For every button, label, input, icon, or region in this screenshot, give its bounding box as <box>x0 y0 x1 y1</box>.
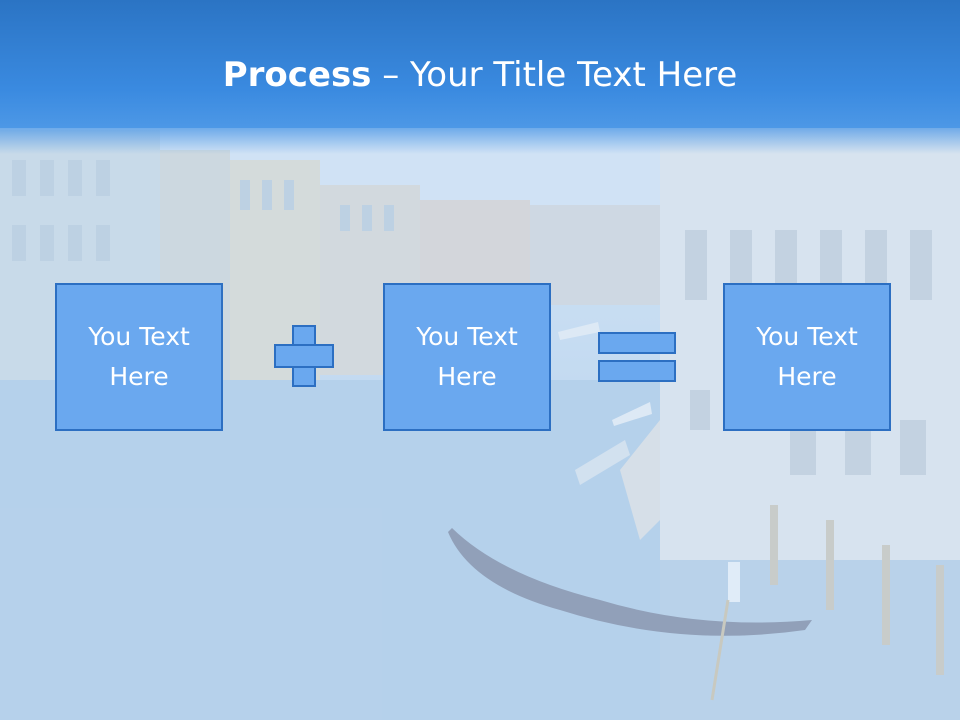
process-box-2[interactable]: You Text Here <box>383 283 551 431</box>
process-box-3[interactable]: You Text Here <box>723 283 891 431</box>
title-bar <box>0 0 960 128</box>
process-box-1[interactable]: You Text Here <box>55 283 223 431</box>
process-box-2-text: You Text Here <box>416 322 518 391</box>
process-box-1-text: You Text Here <box>88 322 190 391</box>
slide-title-rest: – Your Title Text Here <box>371 55 738 95</box>
slide-title-bold: Process <box>222 55 372 95</box>
title-bar-fade <box>0 128 960 154</box>
slide-title: Process – Your Title Text Here <box>0 52 960 98</box>
process-box-3-text: You Text Here <box>756 322 858 391</box>
